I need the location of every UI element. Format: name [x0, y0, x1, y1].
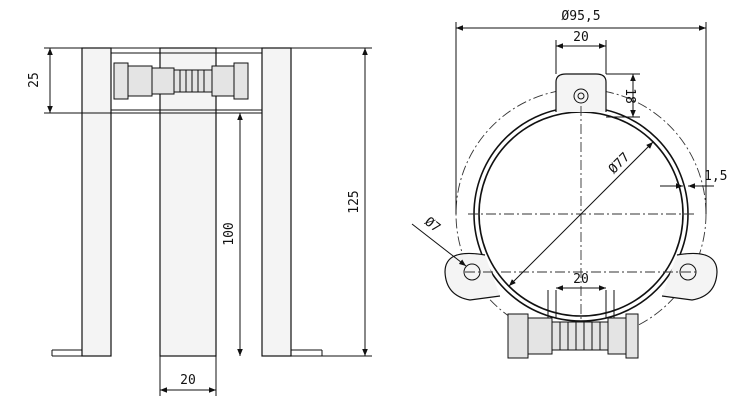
front-top-hole — [573, 88, 589, 104]
dim-side-inner-height: 100 — [222, 113, 243, 356]
dim-front-tab-height-label: 18 — [622, 88, 637, 104]
dim-side-inner-height-label: 100 — [222, 222, 237, 245]
front-top-tab — [555, 73, 607, 112]
dim-front-wall-thickness-label: 1,5 — [704, 169, 727, 184]
front-right-ear — [661, 252, 718, 301]
dim-front-outer-diameter-label: Ø95,5 — [561, 9, 600, 24]
dim-front-bottom-gap: 20 — [556, 272, 606, 291]
front-bottom-clamp — [507, 290, 639, 359]
dim-side-bottom-width-label: 20 — [180, 373, 196, 388]
dim-side-total-height-label: 125 — [347, 190, 362, 213]
side-right-strap — [261, 47, 323, 357]
dim-front-outer-diameter: Ø95,5 — [455, 9, 707, 214]
dim-front-hole-diameter-label: Ø7 — [421, 215, 443, 236]
front-left-ear — [444, 252, 501, 301]
dim-side-bottom-width: 20 — [159, 356, 217, 396]
side-top-band — [111, 47, 262, 114]
side-screw-assembly — [113, 62, 249, 100]
dim-side-total-height: 125 — [291, 47, 372, 357]
dim-front-wall-thickness: 1,5 — [660, 169, 727, 189]
front-view: Ø95,5 20 18 Ø77 1,5 — [411, 9, 727, 359]
dim-side-top-height-label: 25 — [27, 72, 42, 88]
dim-front-tab-height: 18 — [606, 73, 640, 118]
dim-front-bottom-gap-label: 20 — [573, 272, 589, 287]
dim-front-top-tab-width: 20 — [555, 30, 607, 74]
dim-front-top-tab-width-label: 20 — [573, 30, 589, 45]
side-view: 25 100 125 20 — [27, 47, 372, 396]
dim-front-inner-diameter-label: Ø77 — [606, 150, 633, 177]
side-left-strap — [51, 47, 112, 357]
side-center-strap — [159, 47, 217, 357]
dim-side-top-height: 25 — [27, 47, 160, 114]
